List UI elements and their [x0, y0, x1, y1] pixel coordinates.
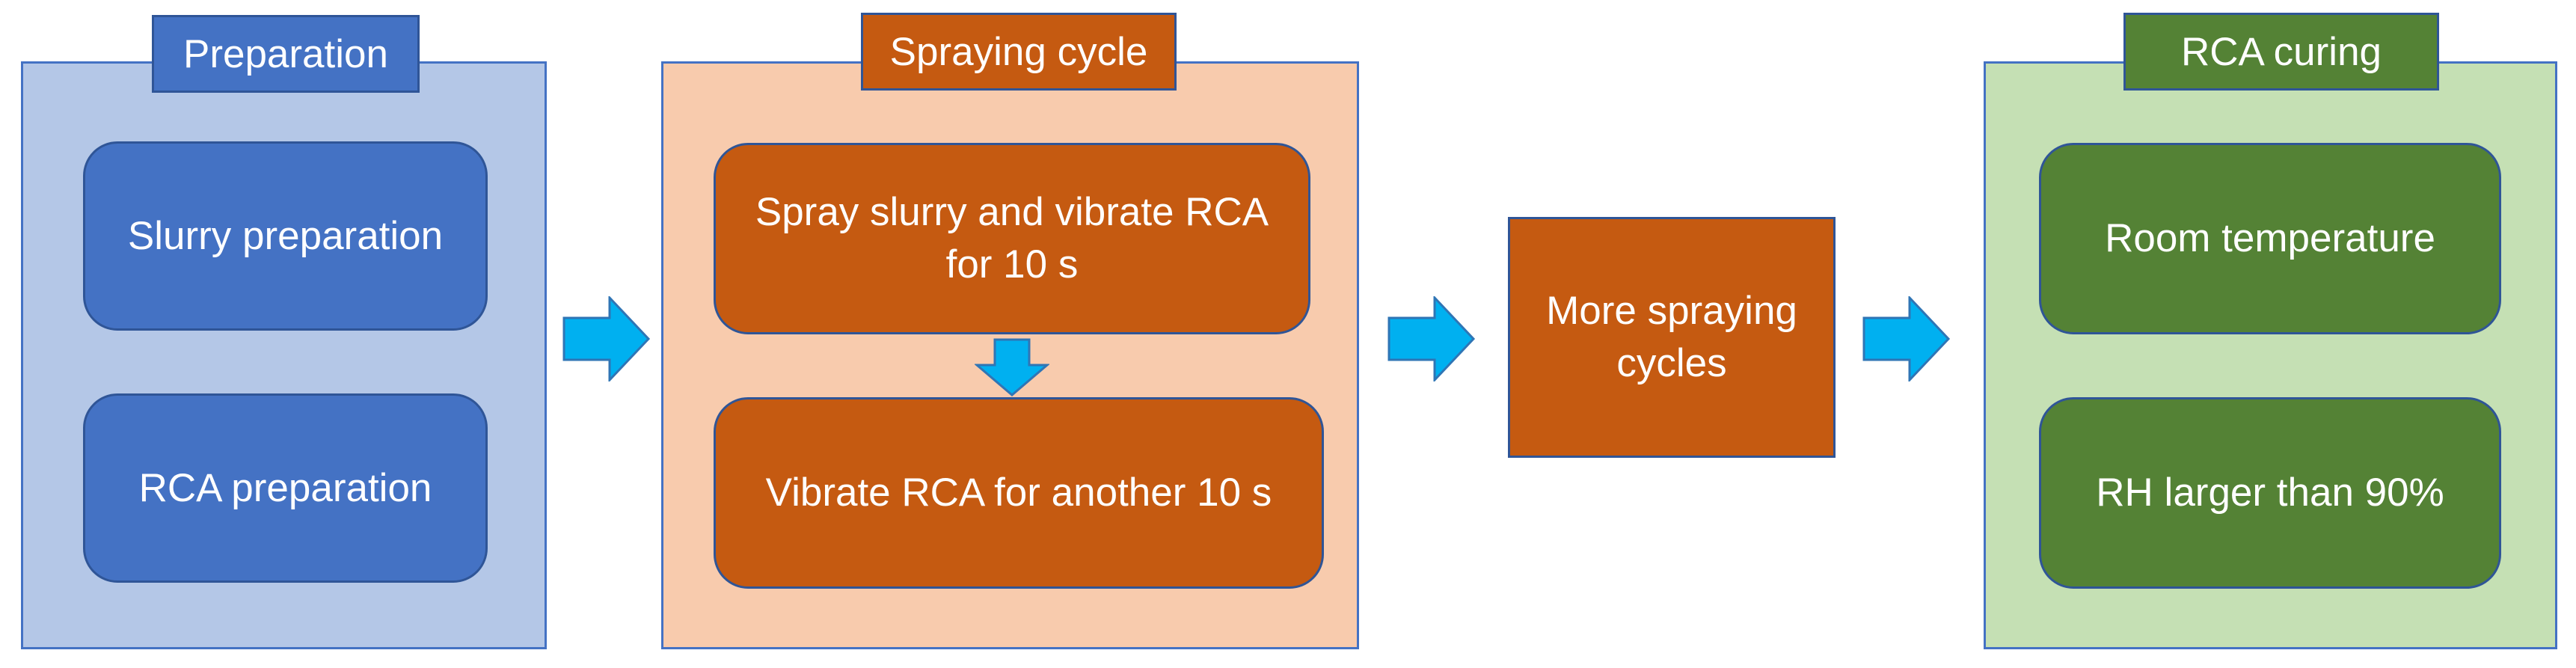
- right-arrow-icon: [562, 296, 651, 382]
- right-arrow-icon: [1862, 296, 1951, 382]
- more-spraying-cycles-label: More spraying cycles: [1546, 289, 1797, 385]
- down-arrow-icon: [975, 338, 1049, 396]
- more-spraying-cycles-box: More spraying cycles: [1508, 217, 1836, 458]
- rca-curing-title: RCA curing: [2123, 13, 2439, 91]
- rh-larger-step: RH larger than 90%: [2039, 397, 2501, 589]
- rca-preparation-step: RCA preparation: [83, 393, 488, 583]
- room-temperature-step: Room temperature: [2039, 143, 2501, 334]
- right-arrow-icon: [1387, 296, 1476, 382]
- spray-and-vibrate-step: Spray slurry and vibrate RCA for 10 s: [714, 143, 1310, 334]
- vibrate-rca-step: Vibrate RCA for another 10 s: [714, 397, 1324, 589]
- spray-and-vibrate-text: Spray slurry and vibrate RCA for 10 s: [755, 190, 1269, 286]
- spray-and-vibrate-label: Spray slurry and vibrate RCA for 10 s: [743, 186, 1281, 291]
- spraying-cycle-title: Spraying cycle: [861, 13, 1177, 91]
- preparation-title: Preparation: [152, 15, 420, 93]
- slurry-preparation-step: Slurry preparation: [83, 141, 488, 331]
